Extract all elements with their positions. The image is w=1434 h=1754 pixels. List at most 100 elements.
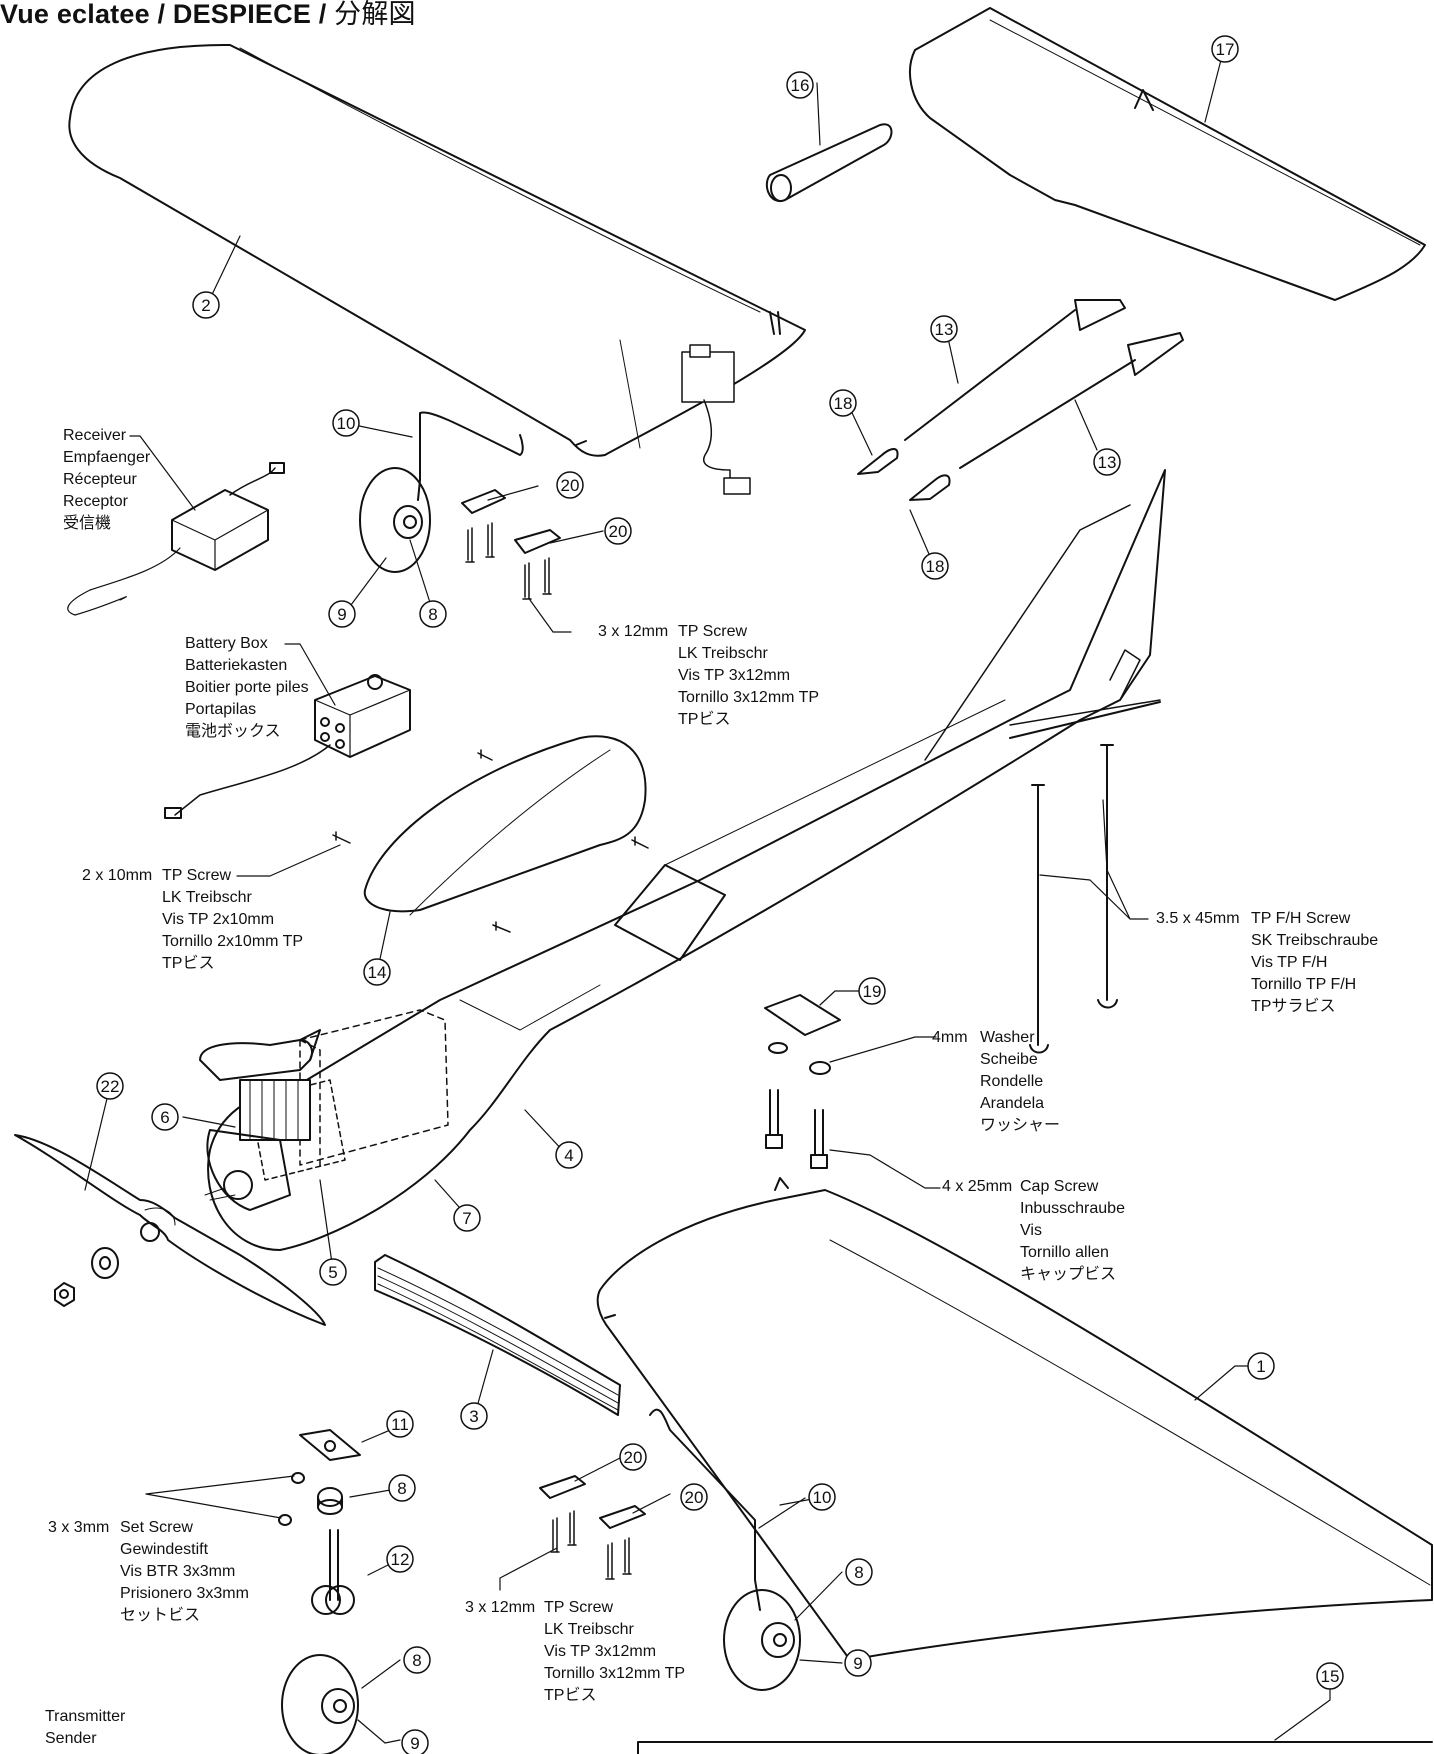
callout-label: 15: [1321, 1667, 1340, 1686]
label-line: TP Screw: [678, 623, 748, 640]
hatch: [363, 735, 647, 913]
fuselage-cockpit-line: [664, 699, 1006, 866]
callout-label: 5: [328, 1263, 337, 1282]
callout-label: 9: [410, 1734, 419, 1753]
set-screw-a: [291, 1472, 305, 1484]
receiver-unit: [67, 462, 285, 616]
gear-plate-top-a: [461, 489, 506, 514]
bottom-wing-horn: [774, 1177, 789, 1191]
set-screw-b: [278, 1514, 292, 1526]
callout-18-lower: 18: [921, 552, 949, 580]
bottom-wing: [596, 1189, 1433, 1661]
callout-label: 8: [412, 1651, 421, 1670]
tpfh-screw-label: TP F/H Screw SK Treibschraube Vis TP F/H…: [1251, 908, 1378, 1018]
propeller: [14, 1134, 326, 1326]
pushrod-upper: [904, 299, 1126, 441]
washer-a: [768, 1042, 788, 1054]
callout-label: 17: [1216, 40, 1235, 59]
tp-screw-3x12-bottom-size: 3 x 12mm: [465, 1599, 536, 1616]
tp-screw-2x10-label: TP Screw LK Treibschr Vis TP 2x10mm Torn…: [162, 865, 303, 975]
callout-label: 13: [1098, 453, 1117, 472]
label-line: Vis BTR 3x3mm: [120, 1563, 236, 1580]
callout-1: 1: [1247, 1352, 1275, 1380]
hatch-line: [409, 749, 611, 916]
callout-label: 4: [564, 1146, 573, 1165]
top-wing-hinge-line: [239, 47, 761, 313]
callout-circles: 1 2 3 4 5 6 7 8 8 8 8 9 9 9 9 10 10 11 1…: [96, 35, 1344, 1754]
callout-20-bottom-b: 20: [680, 1483, 708, 1511]
label-line: TPビス: [678, 711, 731, 728]
callout-10-bottom: 10: [808, 1483, 836, 1511]
callout-14: 14: [363, 958, 391, 986]
label-line: Tornillo 2x10mm TP: [162, 933, 304, 950]
top-wing-panel-line: [619, 339, 641, 449]
battery-box-label-de: Batteriekasten: [185, 657, 288, 674]
callout-label: 8: [397, 1479, 406, 1498]
landing-gear-top-wire: [417, 411, 524, 501]
label-line: Rondelle: [980, 1073, 1044, 1090]
callout-9-nose: 9: [401, 1729, 429, 1754]
label-line: Prisionero 3x3mm: [120, 1585, 249, 1602]
callout-label: 12: [391, 1550, 410, 1569]
tpfh-screw-size: 3.5 x 45mm: [1156, 910, 1240, 927]
callout-15: 15: [1316, 1662, 1344, 1690]
tp-screw-2x10-size: 2 x 10mm: [82, 867, 153, 884]
callout-13-upper: 13: [930, 315, 958, 343]
wing-horn: [769, 311, 781, 335]
label-line: Cap Screw: [1020, 1178, 1099, 1195]
receiver-label-es: Receptor: [63, 493, 128, 510]
battery-box-label: Battery Box Batteriekasten Boitier porte…: [185, 633, 309, 743]
label-line: Arandela: [980, 1095, 1045, 1112]
label-line: Inbusschraube: [1020, 1200, 1125, 1217]
cap-screws: [765, 1089, 828, 1169]
callout-5: 5: [319, 1258, 347, 1286]
tp-screw-3x12-top-size: 3 x 12mm: [598, 623, 669, 640]
battery-box-label-fr: Boitier porte piles: [185, 679, 309, 696]
label-line: LK Treibschr: [162, 889, 252, 906]
label-line: ワッシャー: [980, 1117, 1061, 1134]
callout-8-nose: 8: [403, 1646, 431, 1674]
label-line: TPサラビス: [1251, 998, 1336, 1015]
transmitter-outline: [637, 1741, 1433, 1754]
washer-b: [809, 1061, 831, 1075]
gear-plate-bottom-b: [599, 1505, 646, 1529]
fh-screws: [1029, 744, 1118, 1054]
nose-gear-strut: [329, 1529, 339, 1601]
label-line: Gewindestift: [120, 1541, 209, 1558]
callout-label: 9: [853, 1654, 862, 1673]
wing-servo: [681, 344, 751, 495]
label-line: LK Treibschr: [678, 645, 768, 662]
battery-box-label-jp: 電池ボックス: [185, 723, 281, 740]
receiver-label: Receiver Empfaenger Récepteur Receptor 受…: [63, 425, 150, 535]
fuselage-rudder: [1009, 649, 1161, 726]
callout-label: 3: [469, 1407, 478, 1426]
set-screw-size: 3 x 3mm: [48, 1519, 110, 1536]
receiver-label-en: Receiver: [63, 427, 127, 444]
callout-4: 4: [555, 1141, 583, 1169]
prop-nut: [54, 1282, 75, 1307]
callout-20-bottom-a: 20: [619, 1443, 647, 1471]
leader-lines: [84, 55, 1331, 1744]
wheel-top-left: [359, 467, 431, 573]
callout-label: 10: [813, 1488, 832, 1507]
callout-3: 3: [460, 1402, 488, 1430]
screw-set-bottom: [550, 1510, 632, 1580]
tp-screw-3x12-top-label: TP Screw LK Treibschr Vis TP 3x12mm Torn…: [678, 621, 819, 731]
label-line: LK Treibschr: [544, 1621, 634, 1638]
title-japanese: 分解図: [334, 0, 416, 29]
callout-6: 6: [151, 1103, 179, 1131]
callout-9-top: 9: [328, 600, 356, 628]
cap-screw-size: 4 x 25mm: [942, 1178, 1013, 1195]
callout-16: 16: [786, 71, 814, 99]
callout-22: 22: [96, 1072, 124, 1100]
fuselage-wing-saddle: [459, 984, 601, 1031]
battery-box-unit: [164, 674, 411, 819]
label-line: TP F/H Screw: [1251, 910, 1351, 927]
spinner-washer: [91, 1247, 119, 1279]
callout-label: 16: [791, 76, 810, 95]
label-line: Tornillo allen: [1020, 1244, 1109, 1261]
battery-box-label-es: Portapilas: [185, 701, 257, 718]
label-line: セットビス: [120, 1607, 201, 1624]
label-line: TP Screw: [544, 1599, 614, 1616]
